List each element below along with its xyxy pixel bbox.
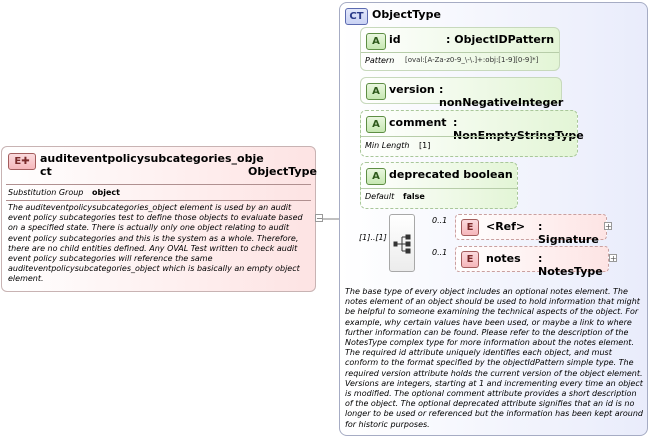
attribute-type: : ObjectIDPattern xyxy=(446,33,555,46)
attribute-divider xyxy=(361,52,559,53)
attribute-type: : boolean xyxy=(455,168,513,181)
element-divider-2 xyxy=(6,200,311,201)
attribute-name: version xyxy=(389,83,435,96)
attribute-name: deprecated xyxy=(389,168,460,181)
child-badge: E xyxy=(461,251,479,268)
child-cardinality: 0..1 xyxy=(432,248,448,257)
attribute-version[interactable]: A version : nonNegativeInteger xyxy=(360,77,563,109)
attribute-badge: A xyxy=(366,83,386,100)
complex-type-name: ObjectType xyxy=(372,8,441,21)
attribute-prop-label: Default xyxy=(365,192,395,201)
attribute-prop-value: [oval:[A-Za-z0-9_\-\.]+:obj:[1-9][0-9]*] xyxy=(405,56,539,64)
sequence-compositor[interactable] xyxy=(389,214,415,272)
child-cardinality: 0..1 xyxy=(432,216,448,225)
attribute-id[interactable]: A id : ObjectIDPattern Pattern [oval:[A-… xyxy=(360,27,560,71)
attribute-badge: A xyxy=(366,168,386,185)
expand-icon[interactable]: + xyxy=(609,254,617,263)
complex-type-documentation: The base type of every object includes a… xyxy=(345,287,644,429)
attribute-divider xyxy=(361,136,577,137)
attribute-name: id xyxy=(389,33,401,46)
collapse-icon[interactable]: − xyxy=(315,214,323,223)
attribute-type: : NonEmptyStringType xyxy=(453,116,584,142)
attribute-comment[interactable]: A comment : NonEmptyStringType Min Lengt… xyxy=(360,110,584,157)
attribute-badge: A xyxy=(366,116,386,133)
substitution-group-value: object xyxy=(92,188,120,197)
attribute-type: : nonNegativeInteger xyxy=(439,83,564,109)
substitution-group-label: Substitution Group xyxy=(8,188,84,197)
attribute-name: comment xyxy=(389,116,447,129)
element-badge-letter: E xyxy=(14,156,22,167)
child-element-notes[interactable]: E notes : NotesType xyxy=(455,246,609,278)
child-badge: E xyxy=(461,219,479,236)
child-name: notes xyxy=(486,252,521,265)
child-type: : Signature xyxy=(538,220,599,246)
element-type: : ObjectType xyxy=(248,152,317,178)
sequence-cardinality: [1]..[1] xyxy=(359,233,387,242)
attribute-deprecated[interactable]: A deprecated : boolean Default false xyxy=(360,162,518,209)
attribute-divider xyxy=(361,188,517,189)
element-badge: E✚ xyxy=(8,153,36,170)
element-name: auditeventpolicysubcategories_obje ct xyxy=(40,152,264,178)
attribute-prop-label: Pattern xyxy=(365,56,395,65)
attribute-prop-label: Min Length xyxy=(365,141,410,150)
element-box[interactable]: E✚ auditeventpolicysubcategories_obje ct… xyxy=(1,146,317,292)
element-divider xyxy=(6,184,311,185)
attribute-badge: A xyxy=(366,33,386,50)
child-element-ref[interactable]: E <Ref> : Signature xyxy=(455,214,607,246)
attribute-prop-value: false xyxy=(403,192,425,201)
expand-icon[interactable]: + xyxy=(604,222,612,231)
attribute-prop-value: [1] xyxy=(419,141,431,150)
child-name: <Ref> xyxy=(486,220,526,233)
expand-icon: ✚ xyxy=(21,156,30,167)
child-type: : NotesType xyxy=(538,252,603,278)
sequence-icon xyxy=(393,234,411,254)
complex-type-badge: CT xyxy=(345,8,368,25)
element-documentation: The auditeventpolicysubcategories_object… xyxy=(8,203,303,284)
